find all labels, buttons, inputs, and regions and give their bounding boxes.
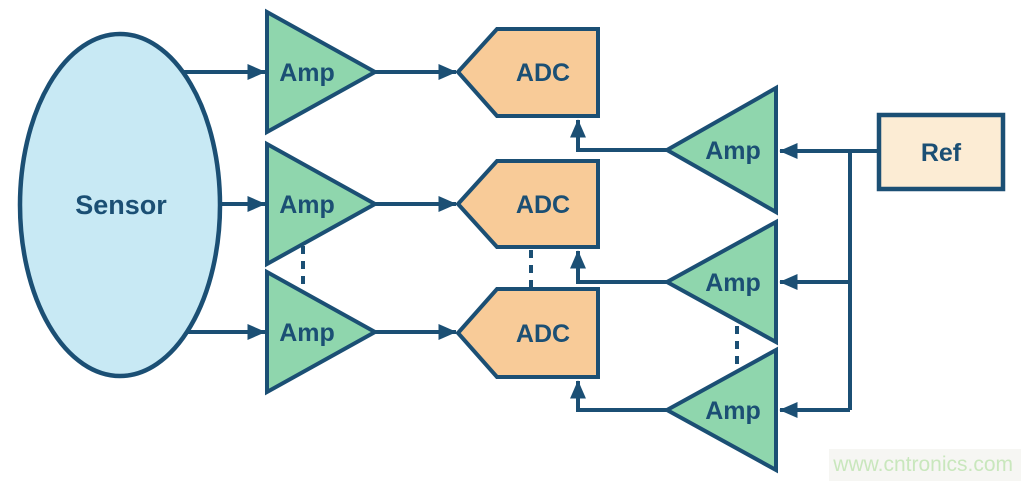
watermark-band (829, 449, 1021, 481)
adc1-pentagon (455, 27, 600, 118)
ref-buffer2-label: Amp (705, 269, 761, 297)
adc3-label: ADC (516, 320, 570, 348)
sensor-label: Sensor (75, 190, 167, 220)
ref-buffer1-label: Amp (705, 137, 761, 165)
ref-buffer3-triangle (662, 346, 778, 474)
buffer1-to-adc1-ref-arrow (570, 119, 667, 152)
input-amp3-label: Amp (279, 319, 335, 347)
input-amp3-triangle (265, 268, 380, 396)
ref-buffer1-triangle (662, 84, 778, 216)
input-amp2-triangle (265, 140, 380, 268)
adc2-pentagon (455, 159, 600, 249)
ref-box (876, 112, 1006, 192)
buffer3-to-adc3-ref-arrow (570, 380, 667, 412)
adc3-pentagon (455, 287, 600, 379)
ref-buffer3-label: Amp (705, 397, 761, 425)
adc2-label: ADC (516, 191, 570, 219)
input-amp1-triangle (265, 8, 380, 136)
ref-label: Ref (921, 139, 962, 167)
input-amp1-label: Amp (279, 59, 335, 87)
watermark-text: www.cntronics.com (832, 453, 1013, 476)
buffer2-to-adc2-ref-arrow (570, 250, 667, 284)
ref-buffer2-triangle (662, 218, 778, 346)
input-amp2-label: Amp (279, 191, 335, 219)
adc1-label: ADC (516, 59, 570, 87)
